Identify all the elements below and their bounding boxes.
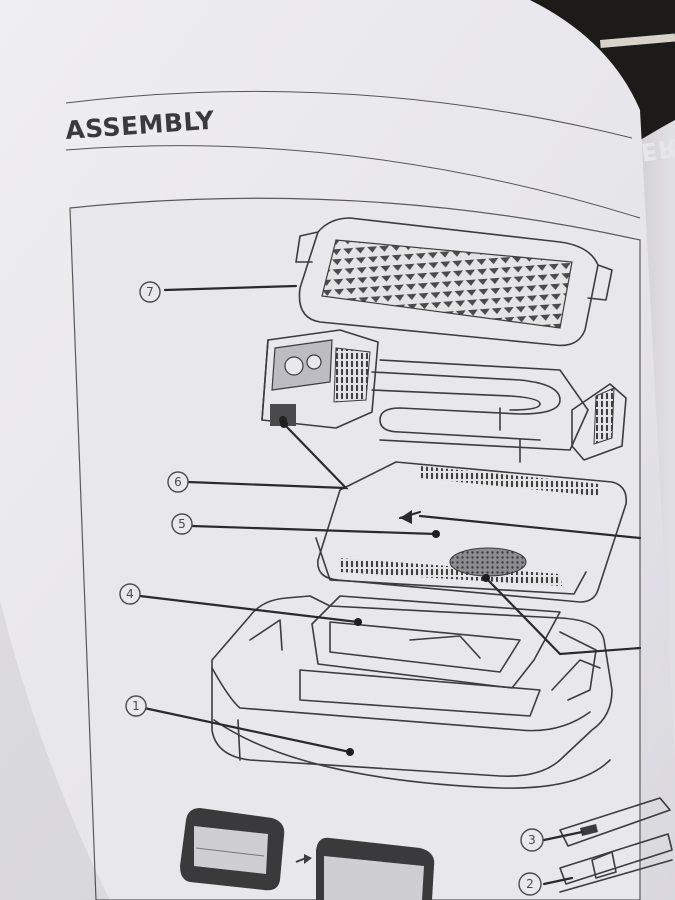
callout-1: 1 <box>125 695 147 717</box>
base-drawing <box>211 595 613 789</box>
leader-lines <box>138 284 642 886</box>
svg-text:6: 6 <box>174 475 182 489</box>
leader-3 <box>542 830 584 842</box>
callout-7: 7 <box>139 281 161 303</box>
svg-text:5: 5 <box>178 517 186 531</box>
leader-4 <box>138 594 360 624</box>
leader-grate <box>484 576 642 656</box>
svg-text:3: 3 <box>528 833 536 847</box>
grill-plate-drawing <box>295 217 613 347</box>
leader-5 <box>190 524 438 536</box>
callout-3: 3 <box>520 828 544 852</box>
leader-6 <box>186 422 349 490</box>
svg-text:7: 7 <box>146 285 154 299</box>
leader-endpoints <box>280 420 490 756</box>
leader-tray-arrow <box>418 514 642 540</box>
svg-text:4: 4 <box>126 587 134 601</box>
leader-2 <box>542 876 574 886</box>
leader-1 <box>142 706 352 754</box>
callout-4: 4 <box>119 583 141 605</box>
leader-7 <box>163 284 298 292</box>
callout-2: 2 <box>518 872 542 896</box>
inner-pan-drawing <box>311 595 561 689</box>
step-diagram <box>180 808 435 900</box>
callout-5: 5 <box>171 513 193 535</box>
callout-6: 6 <box>167 471 189 493</box>
svg-text:2: 2 <box>526 877 534 891</box>
svg-text:1: 1 <box>132 699 140 713</box>
heating-element-drawing <box>261 329 627 463</box>
drip-tray-drawing <box>315 461 628 603</box>
